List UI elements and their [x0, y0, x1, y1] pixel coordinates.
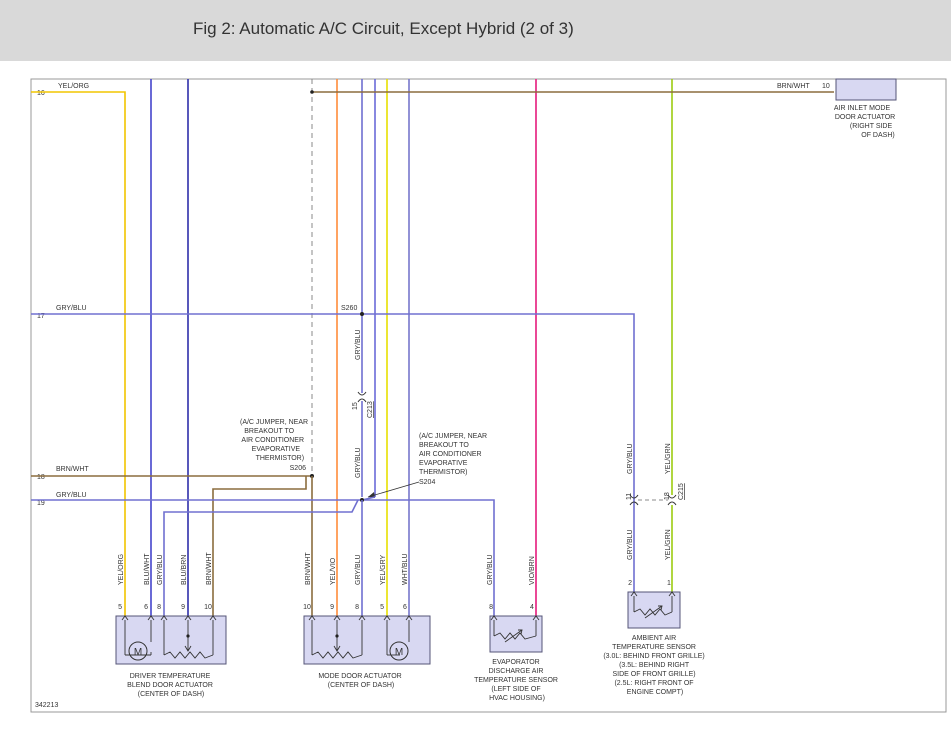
s204-leader — [367, 481, 420, 498]
row-19-number: 19 — [37, 500, 45, 507]
ambient-sensor-label: AMBIENT AIR TEMPERATURE SENSOR (3.0L: BE… — [603, 635, 706, 696]
evap-pin-numbers: 8 4 — [489, 604, 534, 611]
mode-wire-label: YEL/VIO — [330, 557, 337, 585]
evap-sensor-label: EVAPORATOR DISCHARGE AIR TEMPERATURE SEN… — [474, 659, 560, 702]
driver-pin-numbers: 5 6 8 9 10 — [118, 604, 212, 611]
mode-motor-symbol: M — [395, 647, 403, 658]
ambient-pin-numbers: 2 1 — [628, 580, 671, 587]
c215-right-lower-contact — [667, 501, 677, 506]
row-18-number: 18 — [37, 474, 45, 481]
splice-s204-note: (A/C JUMPER, NEAR BREAKOUT TO AIR CONDIT… — [419, 433, 489, 486]
wire-brn-wht-driver — [212, 476, 307, 616]
mode-wire-label: WHT/BLU — [402, 554, 409, 586]
mode-pin-numbers: 10 9 8 5 6 — [303, 604, 407, 611]
wire-gry-blu-row19 — [31, 499, 495, 616]
c213-upper-contact — [357, 391, 367, 396]
splice-s260-dot — [360, 312, 364, 316]
row-17-wire-label: GRY/BLU — [56, 305, 87, 312]
c215-name: C215 — [678, 483, 685, 500]
c215-right-upper-contact — [667, 494, 677, 499]
driver-blend-door-actuator: 5 6 8 9 10 M DRIVER TEMPERATURE — [115, 604, 227, 698]
evap-wire-label: VIO/BRN — [529, 556, 536, 585]
c215-pin-left: 11 — [626, 493, 633, 500]
c215-left-lower-contact — [629, 501, 639, 506]
c213-name: C213 — [367, 401, 374, 418]
air-inlet-label: AIR INLET MODE DOOR ACTUATOR (RIGHT SIDE… — [834, 105, 897, 139]
mode-actuator-box — [303, 615, 431, 665]
ambient-air-sensor: 2 1 AMBIENT AIR TEMPERATURE SENSOR (3.0L… — [603, 580, 706, 696]
mode-actuator-label: MODE DOOR ACTUATOR (CENTER OF DASH) — [318, 673, 403, 689]
diagram-id: 342213 — [35, 702, 58, 709]
driver-wire-label: BLU/BRN — [181, 555, 188, 585]
air-inlet-actuator-box — [835, 78, 897, 101]
mode-door-actuator: 10 9 8 5 6 M MODE DOOR ACTUATOR (C — [303, 604, 431, 689]
s204-arrow-icon — [368, 492, 375, 498]
top-right-wire-label: BRN/WHT — [777, 83, 810, 90]
c215-left-upper-contact — [629, 494, 639, 499]
driver-wire-label: GRY/BLU — [157, 554, 164, 585]
evap-wire-labels: GRY/BLU VIO/BRN — [487, 554, 536, 585]
ambient-sensor-box — [627, 591, 681, 629]
c215-left-bottom-label: GRY/BLU — [627, 529, 634, 560]
wire-gry-blu-join — [361, 496, 376, 501]
mode-wire-label: BRN/WHT — [305, 552, 312, 585]
row-16-number: 16 — [37, 90, 45, 97]
evaporator-discharge-sensor: 8 4 EVAPORATOR DISCHARGE AIR TEMPERATURE… — [474, 604, 560, 702]
c215-left-top-label: GRY/BLU — [627, 443, 634, 474]
c213-wire-label: GRY/BLU — [355, 329, 362, 360]
row-19-wire-label: GRY/BLU — [56, 492, 87, 499]
row-16-wire-label: YEL/ORG — [58, 83, 89, 90]
driver-wire-label: BLU/WHT — [144, 553, 151, 585]
c213-lower-contact — [357, 398, 367, 403]
diagram-frame — [30, 78, 947, 713]
driver-junction-dot — [186, 634, 190, 638]
splice-s206-note: (A/C JUMPER, NEAR BREAKOUT TO AIR CONDIT… — [240, 419, 310, 472]
driver-wire-labels: YEL/ORG BLU/WHT GRY/BLU BLU/BRN BRN/WHT — [118, 552, 213, 585]
mode-junction-dot — [335, 634, 339, 638]
splice-dot — [310, 90, 314, 94]
top-right-pin: 10 — [822, 83, 830, 90]
driver-motor-icon — [128, 641, 148, 661]
c215-pin-right: 18 — [664, 492, 671, 500]
splice-s260-label: S260 — [341, 305, 357, 312]
driver-actuator-box — [115, 615, 227, 665]
mode-motor-icon — [389, 641, 409, 661]
row-17-number: 17 — [37, 313, 45, 320]
wire-yel-org — [31, 91, 126, 616]
wire-gry-blu-driver — [163, 499, 359, 616]
driver-wire-label: BRN/WHT — [206, 552, 213, 585]
evap-wire-label: GRY/BLU — [487, 554, 494, 585]
row-18-wire-label: BRN/WHT — [56, 466, 89, 473]
c215-right-bottom-label: YEL/GRN — [665, 529, 672, 560]
driver-wire-label: YEL/ORG — [118, 554, 125, 585]
mode-wire-label: GRY/BLU — [355, 554, 362, 585]
page-title: Fig 2: Automatic A/C Circuit, Except Hyb… — [193, 19, 574, 38]
c215-right-top-label: YEL/GRN — [665, 443, 672, 474]
mode-wire-labels: BRN/WHT YEL/VIO GRY/BLU YEL/GRY WHT/BLU — [305, 552, 409, 585]
mode-wire-label: YEL/GRY — [380, 554, 387, 585]
driver-motor-symbol: M — [134, 647, 142, 658]
header-bar: Fig 2: Automatic A/C Circuit, Except Hyb… — [0, 0, 951, 61]
wire-gry-blu-row17 — [31, 313, 635, 592]
driver-actuator-label: DRIVER TEMPERATURE BLEND DOOR ACTUATOR (… — [127, 673, 215, 698]
c213-pin: 15 — [352, 402, 359, 410]
c213-wire-below-label: GRY/BLU — [355, 447, 362, 478]
